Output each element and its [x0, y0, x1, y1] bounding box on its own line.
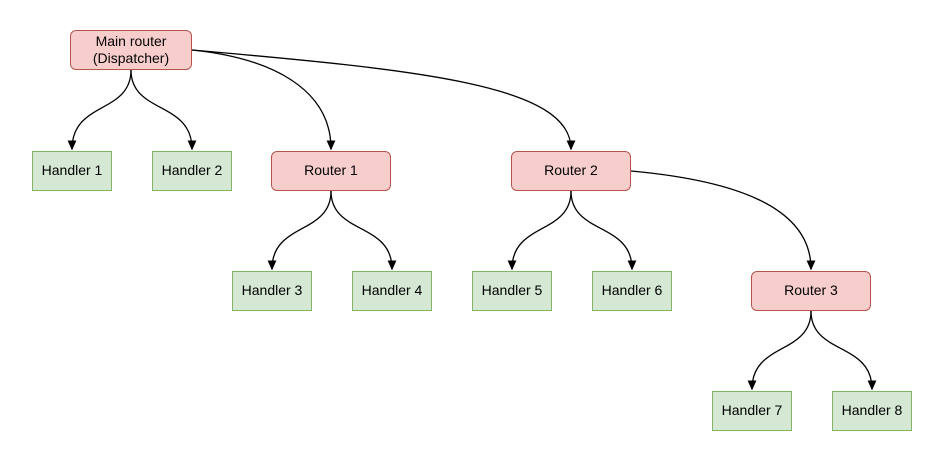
node-handler-1: Handler 1 [32, 151, 112, 191]
handler-4-label: Handler 4 [361, 282, 423, 299]
edge-main-to-router2 [191, 49, 576, 151]
edge-main-to-handler2 [130, 69, 197, 151]
node-main-router: Main router (Dispatcher) [70, 30, 192, 70]
node-handler-5: Handler 5 [472, 271, 552, 311]
edge-main-to-handler1 [67, 69, 132, 151]
router-2-label: Router 2 [544, 162, 598, 179]
node-router-1: Router 1 [271, 151, 391, 191]
handler-5-label: Handler 5 [481, 282, 543, 299]
router-1-label: Router 1 [304, 162, 358, 179]
handler-6-label: Handler 6 [601, 282, 663, 299]
node-router-3: Router 3 [751, 271, 871, 311]
handler-3-label: Handler 3 [241, 282, 303, 299]
edge-router3-to-handler8 [810, 310, 877, 391]
node-handler-3: Handler 3 [232, 271, 312, 311]
edge-router1-to-handler4 [330, 190, 397, 271]
node-handler-6: Handler 6 [592, 271, 672, 311]
handler-8-label: Handler 8 [841, 402, 903, 419]
main-router-label-line1: Main router [95, 32, 167, 49]
node-handler-2: Handler 2 [152, 151, 232, 191]
edge-router2-to-handler6 [570, 190, 637, 271]
edge-router2-to-router3 [630, 170, 816, 271]
main-router-label-line2: (Dispatcher) [92, 50, 170, 66]
edge-main-to-router1 [191, 49, 336, 151]
node-handler-8: Handler 8 [832, 391, 912, 431]
node-handler-4: Handler 4 [352, 271, 432, 311]
handler-2-label: Handler 2 [161, 162, 223, 179]
edge-router3-to-handler7 [747, 310, 812, 391]
node-router-2: Router 2 [511, 151, 631, 191]
edge-router2-to-handler5 [507, 190, 572, 271]
edge-router1-to-handler3 [267, 190, 332, 271]
handler-1-label: Handler 1 [41, 162, 103, 179]
handler-7-label: Handler 7 [721, 402, 783, 419]
router-3-label: Router 3 [784, 282, 838, 299]
node-handler-7: Handler 7 [712, 391, 792, 431]
